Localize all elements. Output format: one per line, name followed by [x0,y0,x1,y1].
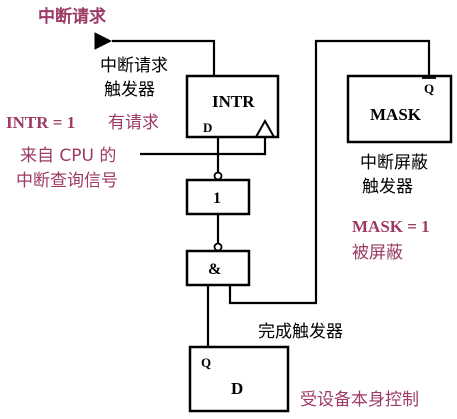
cpu-signal-line1: 来自 CPU 的 [20,146,116,166]
mask-ff-caption-line2: 触发器 [362,177,413,197]
done-flipflop-block [188,345,290,413]
intr-eq-label: INTR = 1 [6,113,75,132]
and-gate-block [185,249,251,287]
intr-d-pin-label: D [203,120,212,135]
mask-eq-label: MASK = 1 [352,217,430,236]
masked-label: 被屏蔽 [352,243,403,263]
output-arrow-line [94,32,216,76]
intr-ff-caption-line2: 触发器 [104,80,155,100]
cpu-signal-line [140,137,267,156]
mask-ff-caption-line1: 中断屏蔽 [360,153,428,173]
gate-1-label: 1 [213,190,221,207]
and-gate-label: & [208,261,221,278]
gate1-input-bubble [213,171,223,181]
and-input-bubble [213,242,223,252]
d-block-q-label: Q [201,355,211,370]
mask-block-label: MASK [370,105,422,124]
mask-flipflop-block [346,74,453,144]
intr-block-label: INTR [212,92,255,111]
gate-1-block [185,178,251,216]
mask-to-and-line [228,39,431,305]
clock-triangle [255,118,275,138]
intr-ff-caption-line1: 中断请求 [100,56,168,76]
cpu-signal-line2: 中断查询信号 [16,171,118,191]
d-block-label: D [231,379,243,398]
has-request-label: 有请求 [108,113,159,133]
top-request-label: 中断请求 [38,6,106,27]
device-control-label: 受设备本身控制 [300,390,419,410]
mask-qbar-label: Q [424,81,434,96]
done-ff-label: 完成触发器 [258,322,343,342]
